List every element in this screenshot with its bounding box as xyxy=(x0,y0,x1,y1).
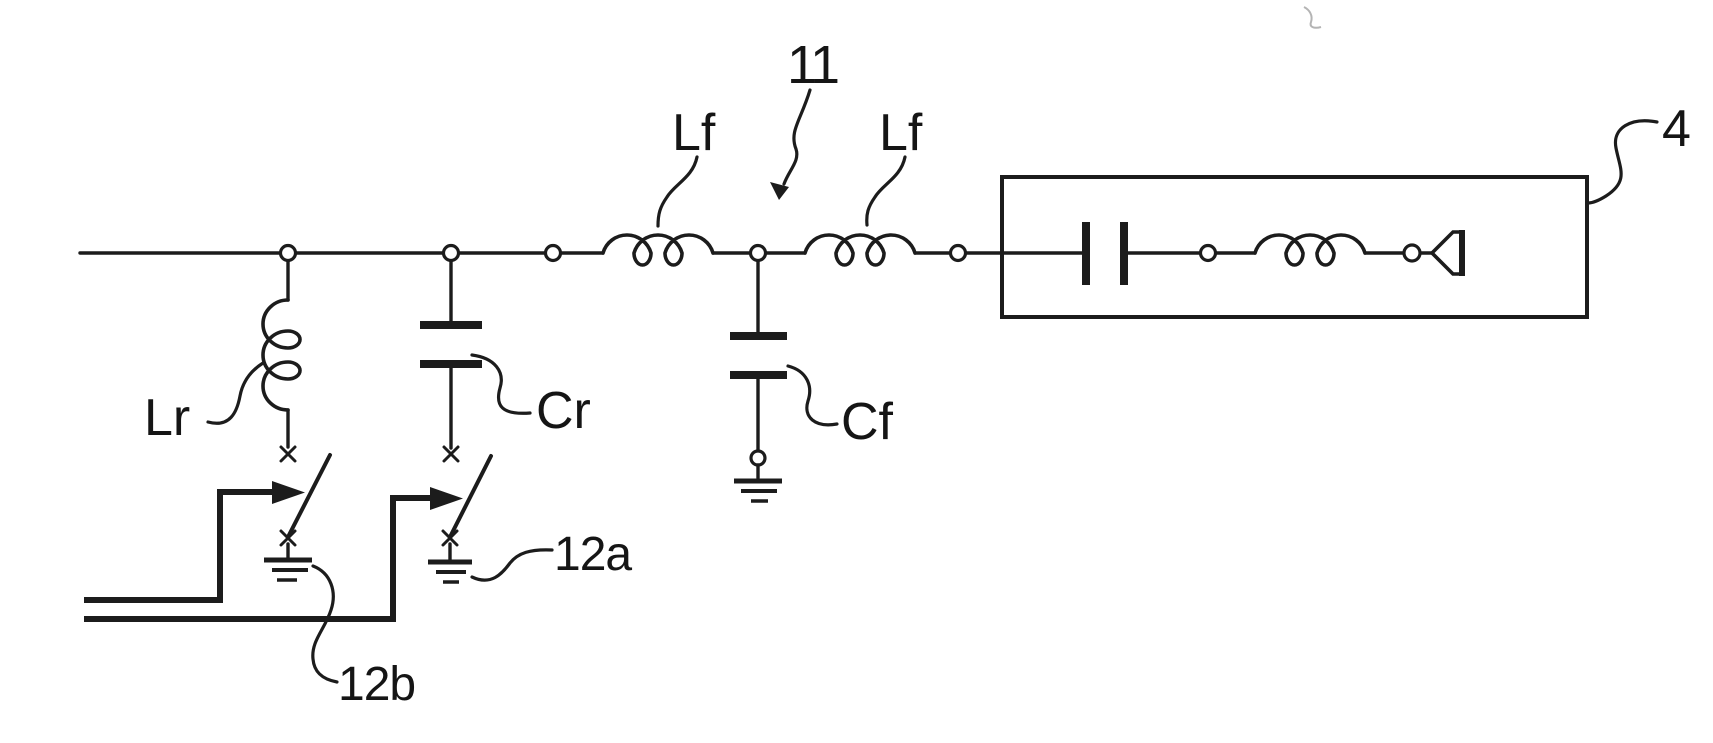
inductor-lf-right-coil-icon xyxy=(803,233,917,267)
leader-11-arrow xyxy=(782,88,812,186)
contact-x-icon xyxy=(279,529,297,547)
leader-lr xyxy=(206,361,265,425)
leader-cr xyxy=(470,353,532,415)
label-cr: Cr xyxy=(536,382,591,440)
leader-4 xyxy=(1586,119,1659,205)
control-arrowhead-icon xyxy=(430,487,463,510)
contact-x-icon xyxy=(441,529,459,547)
control-arrowhead-icon xyxy=(272,481,305,504)
label-11: 11 xyxy=(787,35,838,95)
leader-11-arrowhead-icon xyxy=(770,182,789,200)
transducer-outline xyxy=(1429,230,1464,276)
transducer-icon xyxy=(1429,230,1465,276)
node-icon xyxy=(441,243,461,263)
node-icon xyxy=(1402,243,1422,263)
branch-lr xyxy=(261,258,302,463)
block-4 xyxy=(1000,175,1589,319)
leader-12a xyxy=(470,548,554,582)
leader-cf xyxy=(786,364,839,427)
contact-x-icon xyxy=(442,445,460,463)
leader-lines xyxy=(206,88,1659,684)
label-cf: Cf xyxy=(841,393,894,451)
terminal-node-icon xyxy=(749,449,767,467)
label-12b: 12b xyxy=(338,658,415,711)
label-lr: Lr xyxy=(144,389,190,447)
branch-cf xyxy=(730,258,787,503)
node-icon xyxy=(543,243,563,263)
node-icon xyxy=(948,243,968,263)
scan-artifact xyxy=(1303,6,1322,29)
series-capacitor-plates-icon xyxy=(1082,222,1128,285)
ground-symbol-12a xyxy=(428,559,472,584)
inductor-lr-coil-icon xyxy=(261,298,302,412)
node-icon xyxy=(278,243,298,263)
node-icon xyxy=(1198,243,1218,263)
ground-symbol-cf xyxy=(734,478,782,503)
switch-blade-icon xyxy=(286,453,332,539)
series-inductor-coil-icon xyxy=(1253,233,1367,267)
capacitor-cf-plates-icon xyxy=(730,332,787,379)
label-12a: 12a xyxy=(554,528,632,581)
reference-labels: 11 4 Lf Lf Lr Cr Cf 12a 12b xyxy=(144,35,1691,711)
switch-blade-icon xyxy=(448,454,493,539)
node-icon xyxy=(748,243,768,263)
leader-lf-right xyxy=(865,155,907,227)
junction-nodes xyxy=(278,243,1422,263)
switch-12a xyxy=(84,454,493,622)
capacitor-cr-plates-icon xyxy=(420,321,482,368)
label-lf-right: Lf xyxy=(879,104,923,162)
switch-12b xyxy=(84,453,332,603)
inductor-lf-left-coil-icon xyxy=(601,233,715,267)
leader-lf-left xyxy=(656,155,699,228)
branch-cr xyxy=(420,258,482,463)
contact-x-icon xyxy=(279,445,297,463)
ground-symbol-12b xyxy=(264,557,312,582)
control-line-12b xyxy=(84,489,272,603)
block-4-outline xyxy=(1000,175,1589,319)
leader-12b xyxy=(311,564,339,684)
label-lf-left: Lf xyxy=(672,104,716,162)
control-line-12a xyxy=(84,495,430,622)
label-4: 4 xyxy=(1662,100,1691,158)
